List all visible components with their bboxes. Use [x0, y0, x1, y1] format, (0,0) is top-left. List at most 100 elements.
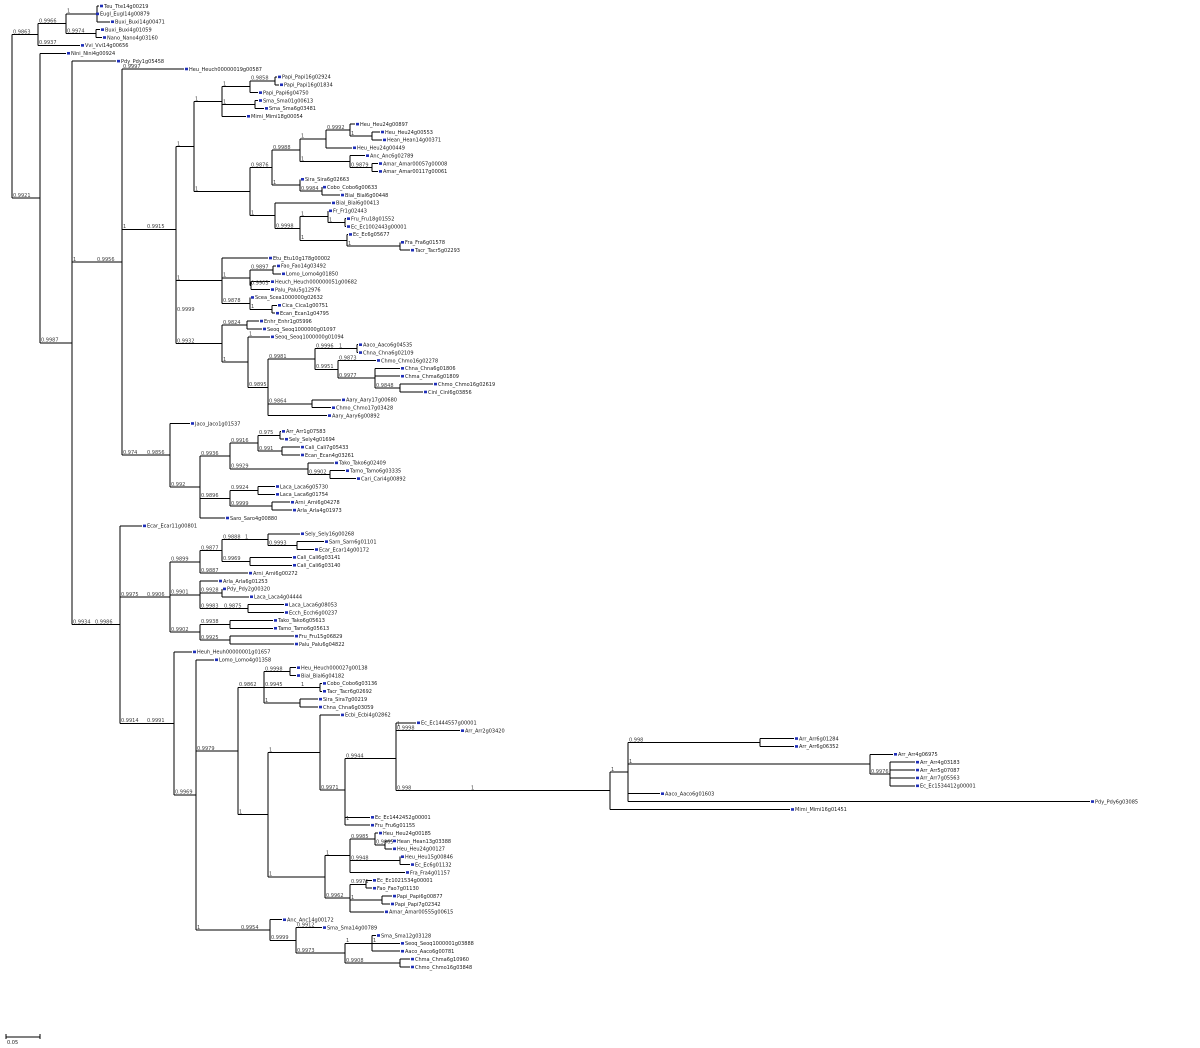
tip-marker: [297, 674, 300, 677]
support-value: 0.9934: [73, 619, 91, 625]
tip-marker: [259, 91, 262, 94]
tip-label: Vvi_Vvi14g00656: [85, 43, 128, 49]
support-value: 1: [326, 851, 329, 857]
tip-marker: [301, 532, 304, 536]
tip-label: Aaco_Aaco6g04535: [363, 343, 412, 349]
support-value: 0.9862: [239, 682, 257, 688]
support-value: 0.9878: [223, 298, 241, 304]
support-value: 0.9998: [397, 725, 415, 731]
tip-marker: [359, 343, 362, 347]
tip-marker: [329, 209, 332, 213]
tip-marker: [323, 682, 326, 685]
tip-marker: [349, 233, 352, 236]
support-value: 1: [301, 235, 304, 241]
support-value: 0.9879: [351, 162, 369, 168]
support-value: 1: [351, 131, 354, 137]
support-value: 1: [351, 895, 354, 901]
tip-marker: [894, 753, 897, 756]
support-value: 1: [245, 534, 248, 540]
support-value: 0.9899: [171, 557, 189, 563]
tip-label: Laca_Laca4g04444: [254, 595, 302, 601]
tip-marker: [219, 579, 222, 583]
tip-label: Sely_Sely16g00268: [305, 532, 354, 538]
tip-label: Enhr_Enhr1g05996: [264, 319, 312, 325]
tip-label: Chma_Chma6g01809: [405, 374, 459, 380]
tip-marker: [401, 942, 404, 945]
tip-label: Arr_Arr1g07583: [286, 429, 326, 435]
support-value: 0.9975: [121, 592, 139, 598]
tip-marker: [301, 445, 304, 449]
tip-marker: [251, 296, 254, 299]
tip-marker: [401, 949, 404, 953]
support-value: 0.9993: [269, 540, 287, 546]
support-value: 0.975: [259, 430, 273, 436]
support-value: 1: [73, 257, 76, 263]
tip-label: Chmo_Chmo17g03428: [336, 406, 393, 412]
tip-label: Amar_Amar00555g00615: [389, 910, 453, 916]
support-value: 0.9921: [13, 193, 31, 199]
support-value: 1: [346, 938, 349, 944]
support-value: 1: [223, 273, 226, 279]
scale-bar: 0.05: [5, 1034, 41, 1046]
tip-label: Bial_Bial6g04182: [301, 673, 344, 679]
support-value: 0.974: [123, 450, 137, 456]
tip-label: Fra_Fra4g01157: [410, 870, 450, 876]
tip-marker: [379, 162, 382, 165]
tip-label: Cobo_Cobo6g00633: [327, 185, 377, 191]
tip-marker: [117, 59, 120, 63]
support-value: 0.9969: [223, 556, 241, 562]
tip-marker: [916, 784, 919, 788]
tip-label: Cinl_Cinl6g03856: [428, 390, 472, 396]
tip-label: Ecar_Ecar11g00801: [147, 524, 197, 530]
tip-label: Pdy_Pdy1g05458: [121, 59, 164, 65]
tip-marker: [342, 398, 345, 402]
tip-marker: [406, 871, 409, 874]
tip-label: Arla_Arla4g01973: [297, 508, 342, 514]
tip-label: Jaco_Jaco1g01537: [194, 421, 240, 427]
tip-marker: [323, 926, 326, 929]
tip-marker: [353, 146, 356, 150]
tip-label: Hean_Hean13g03388: [397, 839, 451, 845]
support-value: 0.9986: [95, 619, 113, 625]
support-value: 0.9985: [351, 834, 369, 840]
support-value: 0.9999: [231, 501, 249, 507]
support-value: 0.9932: [177, 338, 195, 344]
tip-marker: [319, 697, 322, 701]
tip-marker: [325, 540, 328, 543]
support-value: 1: [329, 217, 332, 223]
tip-marker: [916, 760, 919, 764]
tip-label: Papi_Papi6g00877: [397, 894, 443, 900]
tip-label: Tako_Tako6g02409: [338, 461, 386, 467]
support-value: 1: [177, 141, 180, 147]
tip-marker: [274, 626, 277, 630]
tip-marker: [250, 595, 253, 599]
tip-marker: [916, 776, 919, 780]
tip-label: Pdy_Pdy6g03085: [1095, 799, 1138, 805]
tip-marker: [191, 422, 194, 425]
tip-label: Mimi_Mimi18g00054: [251, 114, 303, 120]
support-value: 0.9983: [201, 603, 219, 609]
scale-bar-label: 0.05: [7, 1040, 18, 1046]
support-value: 1: [471, 786, 474, 792]
support-value: 0.9991: [147, 718, 165, 724]
tip-marker: [393, 847, 396, 851]
support-value: 0.9902: [171, 627, 189, 633]
support-value: 0.9928: [201, 588, 219, 594]
tip-marker: [291, 500, 294, 504]
support-value: 1: [397, 722, 400, 728]
tip-marker: [278, 304, 281, 307]
tip-label: Arr_Arr2g03420: [465, 728, 505, 734]
support-value: 0.9979: [197, 746, 215, 752]
tip-label: Aaco_Aaco6g01603: [665, 791, 714, 797]
tip-label: Heu_Heu15g00846: [405, 855, 453, 861]
tip-label: Nano_Nano4g03160: [107, 35, 158, 41]
tip-label: Sma_Sma6g03481: [269, 106, 316, 112]
tip-label: Chna_Chna6g02109: [363, 350, 414, 356]
tip-label: Laca_Laca6g05730: [280, 484, 328, 490]
support-value: 0.998: [629, 737, 643, 743]
support-value: 1: [269, 747, 272, 753]
tip-marker: [295, 634, 298, 638]
support-value: 0.9937: [39, 40, 57, 46]
tip-label: Sma_Sma14g00789: [327, 925, 377, 931]
